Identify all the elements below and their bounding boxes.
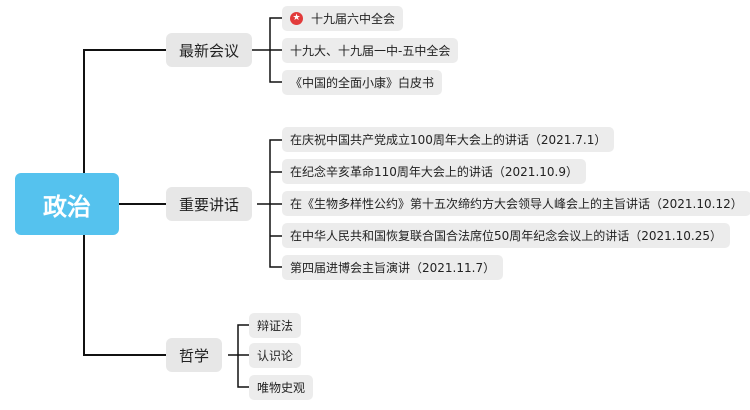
leaf-item[interactable]: 《中国的全面小康》白皮书 <box>282 70 443 95</box>
branch-latest-meetings[interactable]: 最新会议 <box>166 33 253 67</box>
leaf-item[interactable]: 在庆祝中国共产党成立100周年大会上的讲话（2021.7.1） <box>282 127 615 152</box>
star-badge-icon: ★ <box>290 12 303 25</box>
leaf-item[interactable]: 第四届进博会主旨演讲（2021.11.7） <box>282 255 504 280</box>
leaf-item[interactable]: 唯物史观 <box>249 375 314 400</box>
branch-philosophy[interactable]: 哲学 <box>166 338 223 372</box>
root-node[interactable]: 政治 <box>15 173 119 235</box>
leaf-item[interactable]: 在中华人民共和国恢复联合国合法席位50周年纪念会议上的讲话（2021.10.25… <box>282 223 730 248</box>
leaf-item[interactable]: 在纪念辛亥革命110周年大会上的讲话（2021.10.9） <box>282 159 586 184</box>
connector-branch-3 <box>228 324 249 388</box>
leaf-item[interactable]: 十九大、十九届一中-五中全会 <box>282 38 459 63</box>
leaf-label: 十九届六中全会 <box>311 12 396 26</box>
leaf-item[interactable]: ★ 十九届六中全会 <box>282 6 404 31</box>
branch-important-speeches[interactable]: 重要讲话 <box>166 187 253 221</box>
leaf-item[interactable]: 辩证法 <box>249 313 302 338</box>
connector-branch-1 <box>252 17 282 83</box>
leaf-item[interactable]: 认识论 <box>249 343 302 368</box>
leaf-item[interactable]: 在《生物多样性公约》第十五次缔约方大会领导人峰会上的主旨讲话（2021.10.1… <box>282 191 750 216</box>
connector-branch-2 <box>257 139 282 268</box>
